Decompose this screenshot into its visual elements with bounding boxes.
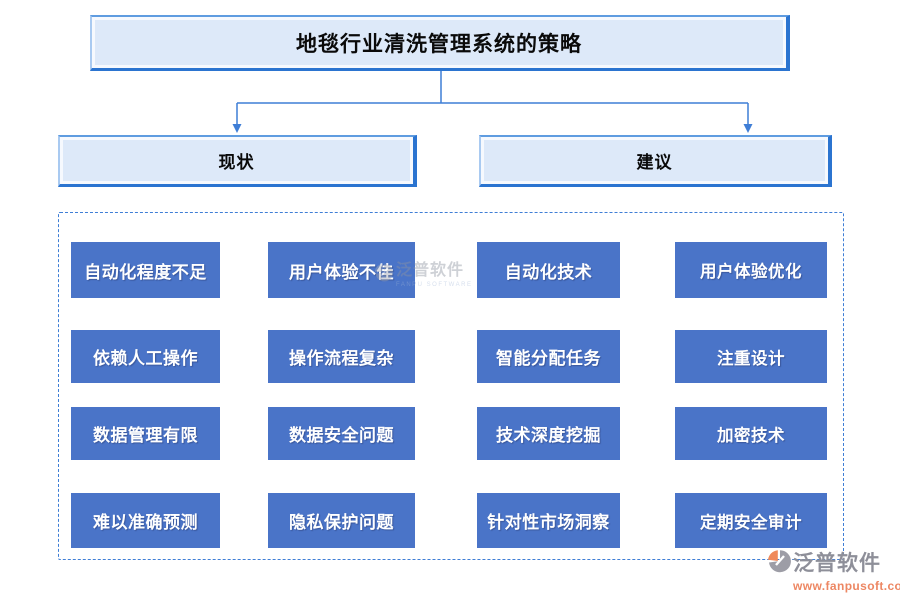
arrowhead-right xyxy=(743,124,753,133)
footer-logo: 泛普软件 www.fanpusoft.com xyxy=(767,549,900,593)
grid-node: 数据安全问题 xyxy=(268,407,415,460)
brand-text: 泛普软件 xyxy=(793,551,881,575)
grid-node: 定期安全审计 xyxy=(675,493,827,548)
grid-node: 难以准确预测 xyxy=(71,493,220,548)
grid-node: 自动化技术 xyxy=(477,242,620,298)
grid-node: 隐私保护问题 xyxy=(268,493,415,548)
arrowhead-left xyxy=(232,124,242,133)
grid-node: 自动化程度不足 xyxy=(71,242,220,298)
grid-node: 依赖人工操作 xyxy=(71,330,220,383)
grid-node: 注重设计 xyxy=(675,330,827,383)
grid-node: 加密技术 xyxy=(675,407,827,460)
website-url: www.fanpusoft.com xyxy=(793,579,900,593)
branch-node-suggestions: 建议 xyxy=(479,135,832,187)
grid-node: 操作流程复杂 xyxy=(268,330,415,383)
fanpu-logo-icon xyxy=(767,549,791,578)
root-node-title: 地毯行业清洗管理系统的策略 xyxy=(90,15,790,71)
grid-node: 针对性市场洞察 xyxy=(477,493,620,548)
grid-node: 技术深度挖掘 xyxy=(477,407,620,460)
items-group-container xyxy=(58,212,844,560)
branch-node-current-status: 现状 xyxy=(58,135,417,187)
grid-node: 用户体验不佳 xyxy=(268,242,415,298)
grid-node: 数据管理有限 xyxy=(71,407,220,460)
grid-node: 用户体验优化 xyxy=(675,242,827,298)
grid-node: 智能分配任务 xyxy=(477,330,620,383)
